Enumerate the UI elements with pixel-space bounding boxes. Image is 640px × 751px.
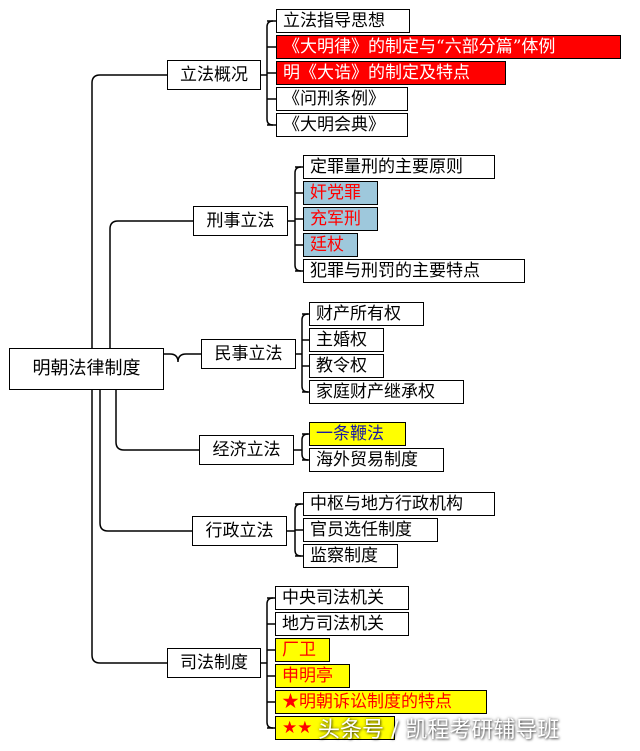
leaf-node: 《大明会典》 <box>276 113 408 137</box>
leaf-label: 《问刑条例》 <box>283 88 385 109</box>
leaf-label: 主婚权 <box>316 329 367 350</box>
leaf-node: 官员选任制度 <box>303 518 438 542</box>
leaf-label: ★★ <box>282 717 313 738</box>
root-node: 明朝法律制度 <box>9 348 164 390</box>
leaf-node: 一条鞭法 <box>309 422 406 446</box>
leaf-label: 中枢与地方行政机构 <box>310 493 463 514</box>
leaf-label: 立法指导思想 <box>283 10 385 31</box>
leaf-label: ★明朝诉讼制度的特点 <box>282 691 452 712</box>
leaf-node: 中央司法机关 <box>275 586 409 610</box>
leaf-label: 地方司法机关 <box>282 613 384 634</box>
leaf-spine <box>301 313 309 393</box>
leaf-node: 奸党罪 <box>303 181 378 205</box>
leaf-node: 犯罪与刑罚的主要特点 <box>303 259 525 283</box>
leaf-label: 监察制度 <box>310 545 378 566</box>
leaf-node: 充军刑 <box>303 207 378 231</box>
leaf-label: 《大明会典》 <box>283 114 385 135</box>
leaf-label: 廷杖 <box>310 234 344 255</box>
root-label: 明朝法律制度 <box>32 358 141 379</box>
leaf-node: ★明朝诉讼制度的特点 <box>275 690 487 714</box>
leaf-label: 犯罪与刑罚的主要特点 <box>310 260 480 281</box>
category-branch <box>109 220 193 348</box>
leaf-node: 廷杖 <box>303 233 358 257</box>
trunk-upper <box>91 74 101 348</box>
category-legislation: 立法概况 <box>167 60 261 90</box>
leaf-label: 《大明律》的制定与“六部分篇”体例 <box>283 36 556 57</box>
category-administrative: 行政立法 <box>192 516 287 546</box>
watermark: 头条号 / 凯程考研辅导班 <box>318 718 560 743</box>
leaf-node: 定罪量刑的主要原则 <box>303 155 495 179</box>
leaf-node: 财产所有权 <box>309 302 424 326</box>
category-economic: 经济立法 <box>199 435 294 465</box>
leaf-label: 定罪量刑的主要原则 <box>310 156 463 177</box>
leaf-label: 家庭财产继承权 <box>316 381 435 402</box>
category-criminal: 刑事立法 <box>193 206 288 236</box>
leaf-node: 中枢与地方行政机构 <box>303 492 495 516</box>
category-label: 民事立法 <box>214 343 283 364</box>
leaf-node: 申明亭 <box>275 664 350 688</box>
category-label: 立法概况 <box>180 64 248 85</box>
leaf-node: 明《大诰》的制定及特点 <box>276 61 506 85</box>
category-branch <box>115 390 199 451</box>
leaf-label: 财产所有权 <box>316 303 401 324</box>
leaf-label: 官员选任制度 <box>310 519 412 540</box>
leaf-label: 厂卫 <box>282 639 316 660</box>
category-label: 经济立法 <box>212 439 281 460</box>
leaf-label: 海外贸易制度 <box>316 449 418 470</box>
leaf-node: 立法指导思想 <box>276 9 410 33</box>
trunk-lower <box>91 390 101 664</box>
category-branch <box>164 353 201 363</box>
leaf-spine <box>301 433 309 461</box>
leaf-node: 教令权 <box>309 354 384 378</box>
leaf-node: 家庭财产继承权 <box>309 380 464 404</box>
leaf-spine <box>266 597 274 729</box>
category-label: 行政立法 <box>205 520 274 541</box>
leaf-node: 《大明律》的制定与“六部分篇”体例 <box>276 35 621 59</box>
leaf-node: 地方司法机关 <box>275 612 409 636</box>
leaf-node: 厂卫 <box>275 638 330 662</box>
leaf-label: 中央司法机关 <box>282 587 384 608</box>
leaf-label: 一条鞭法 <box>316 423 384 444</box>
leaf-node: 监察制度 <box>303 544 398 568</box>
category-label: 司法制度 <box>180 652 248 673</box>
leaf-node: 《问刑条例》 <box>276 87 408 111</box>
leaf-label: 明《大诰》的制定及特点 <box>283 62 470 83</box>
category-civil: 民事立法 <box>201 339 296 369</box>
leaf-node: 主婚权 <box>309 328 384 352</box>
category-label: 刑事立法 <box>206 210 275 231</box>
leaf-label: 奸党罪 <box>310 182 361 203</box>
leaf-label: 充军刑 <box>310 208 361 229</box>
leaf-node: 海外贸易制度 <box>309 448 444 472</box>
leaf-node: ★★ <box>275 716 395 740</box>
category-branch <box>99 390 192 532</box>
category-judicial: 司法制度 <box>167 648 261 678</box>
leaf-label: 申明亭 <box>282 665 333 686</box>
leaf-label: 教令权 <box>316 355 367 376</box>
